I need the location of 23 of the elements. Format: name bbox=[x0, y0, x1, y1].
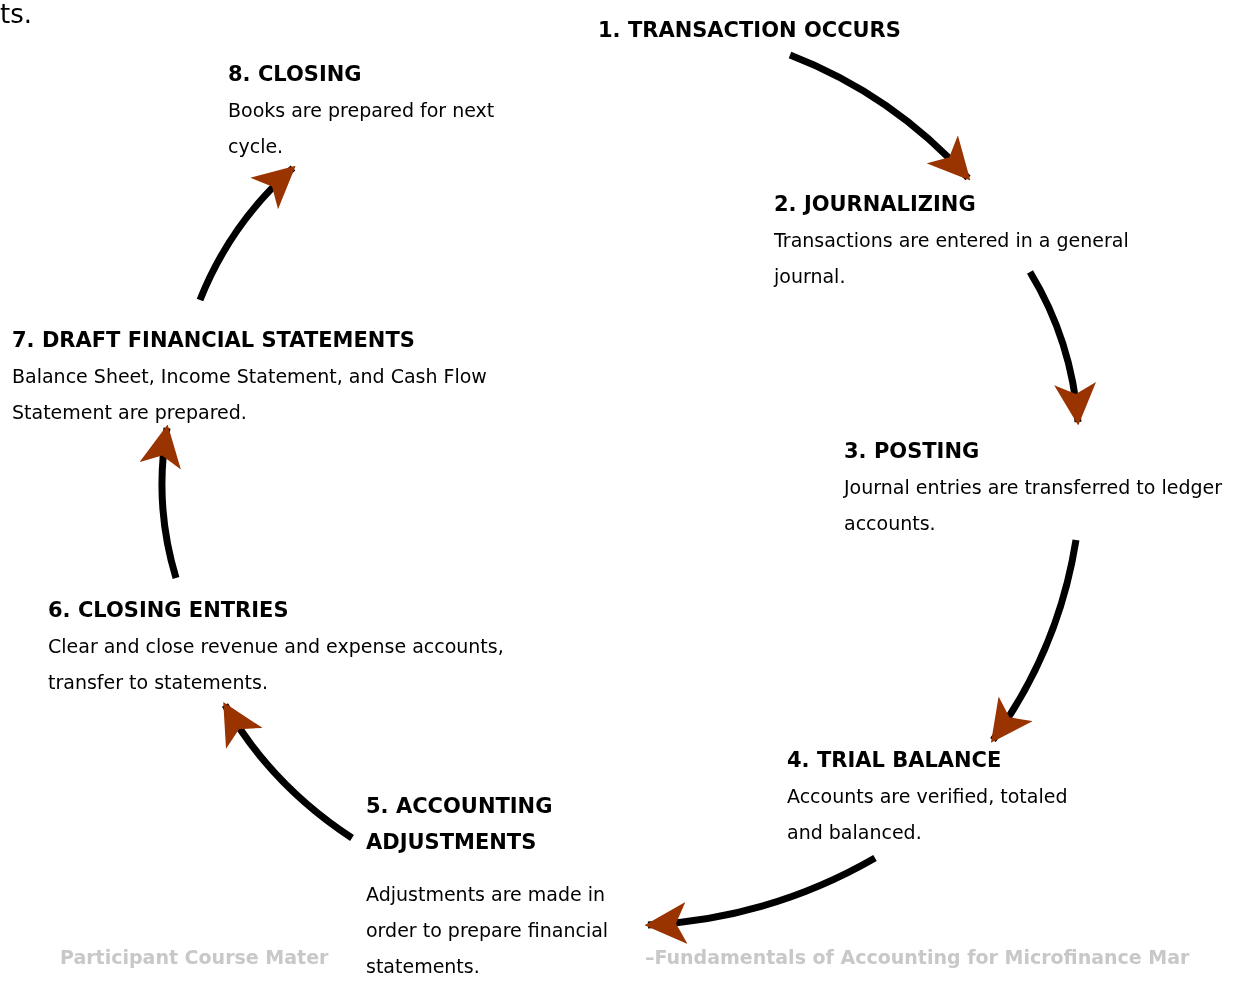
cycle-arrow bbox=[196, 165, 296, 302]
cycle-arrow bbox=[990, 539, 1080, 743]
stage-heading: 2. JOURNALIZING bbox=[774, 191, 977, 218]
stage-description: Balance Sheet, Income Statement, and Cash Flow Statement are prepared. bbox=[12, 364, 488, 425]
stage-description: Transactions are entered in a general journal. bbox=[774, 228, 1130, 289]
cycle-arrow bbox=[644, 854, 877, 944]
stage-heading: 8. CLOSING bbox=[228, 61, 363, 88]
stage-heading: 1. TRANSACTION OCCURS bbox=[598, 17, 902, 44]
cycle-arrow bbox=[140, 424, 182, 579]
cycle-arrow bbox=[1026, 270, 1096, 426]
stage-description: Clear and close revenue and expense accounts, transfer to statements. bbox=[48, 634, 505, 695]
stage-heading: 4. TRIAL BALANCE bbox=[787, 747, 1003, 774]
stage-heading: 7. DRAFT FINANCIAL STATEMENTS bbox=[12, 327, 416, 354]
stage-description: Adjustments are made in order to prepare financial statements. bbox=[366, 882, 610, 979]
truncated-text: ts. bbox=[0, 0, 32, 28]
stage-description: Books are prepared for next cycle. bbox=[228, 98, 496, 159]
cycle-arrow bbox=[222, 702, 354, 841]
stage-description: Journal entries are transferred to ledger accounts. bbox=[844, 475, 1223, 536]
stage-heading: 3. POSTING bbox=[844, 438, 981, 465]
cycle-arrow bbox=[788, 51, 971, 181]
stage-description: Accounts are verified, totaled and balanced. bbox=[787, 784, 1069, 845]
stage-heading: 6. CLOSING ENTRIES bbox=[48, 597, 290, 624]
stage-heading: 5. ACCOUNTING ADJUSTMENTS bbox=[366, 793, 554, 856]
